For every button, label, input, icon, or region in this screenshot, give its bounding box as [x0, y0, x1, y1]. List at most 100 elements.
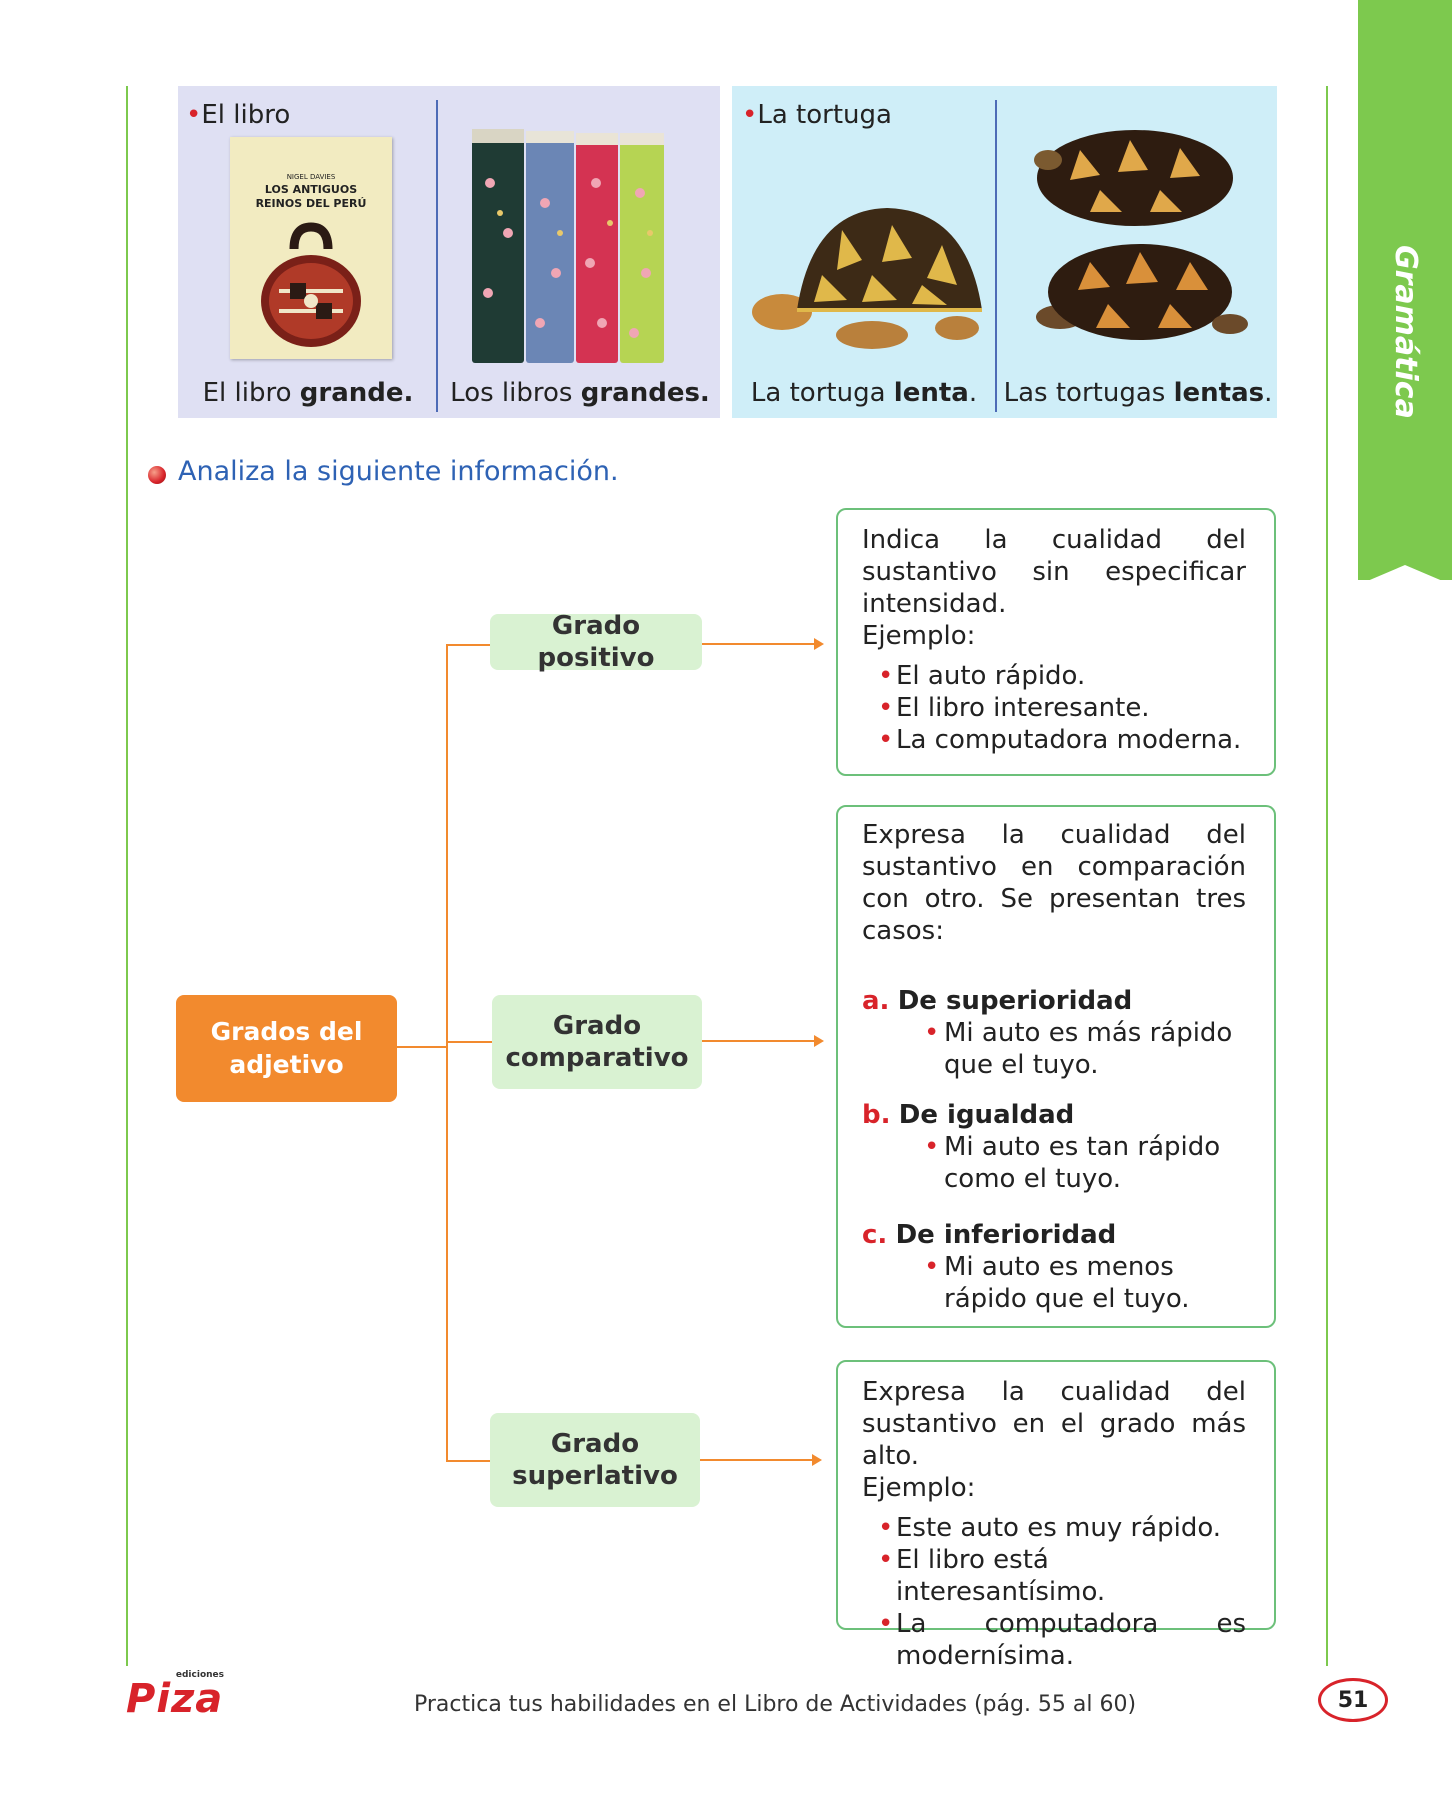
- book-author: NIGEL DAVIES: [286, 173, 336, 181]
- single-book-image: NIGEL DAVIES LOS ANTIGUOS REINOS DEL PER…: [230, 137, 392, 359]
- books-bullet-label: •El libro: [186, 100, 290, 130]
- example-list: •Este auto es muy rápido. •El libro está…: [862, 1512, 1246, 1672]
- example-label: Ejemplo:: [862, 1473, 976, 1503]
- caption-bold: lenta: [893, 378, 969, 408]
- case-inferioridad: c. De inferioridad •Mi auto es menos ráp…: [862, 1220, 1190, 1314]
- definition-line: Indica la cualidad del: [862, 525, 1246, 555]
- list-item: •El auto rápido.: [878, 661, 1086, 691]
- grado-positivo-box: Grado positivo: [490, 611, 702, 673]
- right-margin-line: [1326, 86, 1328, 1666]
- caption-bold: lentas: [1173, 378, 1265, 408]
- definition-line: sustantivo en el grado más alto.: [862, 1409, 1246, 1471]
- single-turtle-image: [752, 208, 982, 349]
- list-item: •El libro está interesantísimo.: [878, 1545, 1106, 1607]
- turtles-panel-divider: [995, 100, 997, 412]
- definition-line: sustantivo sin especificar: [862, 557, 1246, 587]
- turtles-caption-singular: La tortuga lenta.: [736, 378, 992, 408]
- caption-text: La tortuga: [750, 378, 894, 408]
- list-item: •El libro interesante.: [878, 693, 1150, 723]
- list-item: •La computadora es: [878, 1609, 1246, 1639]
- grado-superlativo-line2: superlativo: [512, 1461, 678, 1491]
- case-example: Mi auto es más rápido: [944, 1018, 1233, 1048]
- superlativo-definition-box: Expresa la cualidad del sustantivo en el…: [836, 1360, 1276, 1671]
- definition-line: sustantivo en comparación: [862, 852, 1246, 882]
- case-example: que el tuyo.: [944, 1050, 1099, 1080]
- books-caption-singular: El libro grande.: [180, 378, 436, 408]
- case-superioridad: a. De superioridad •Mi auto es más rápid…: [862, 986, 1233, 1080]
- connector-root: [397, 1046, 447, 1048]
- section-tab-notch: [1358, 565, 1452, 585]
- connector-positivo: [446, 644, 490, 646]
- turtle-top-image: [1034, 130, 1233, 226]
- grado-comparativo-box: Grado comparativo: [492, 995, 702, 1089]
- connector-superlativo: [446, 1460, 490, 1462]
- comparativo-definition-box: Expresa la cualidad del sustantivo en co…: [836, 805, 1276, 1328]
- positivo-definition-box: Indica la cualidad del sustantivo sin es…: [836, 508, 1276, 776]
- book-title-line1: LOS ANTIGUOS: [264, 183, 358, 196]
- definition-line: con otro. Se presentan tres: [862, 884, 1246, 914]
- caption-end: .: [968, 378, 978, 408]
- turtle-bottom-image: [1036, 244, 1248, 340]
- arrow-right-icon: [700, 1454, 822, 1466]
- case-letter: b.: [862, 1100, 891, 1130]
- case-example: como el tuyo.: [944, 1164, 1121, 1194]
- books-panel-divider: [436, 100, 438, 412]
- section-tab-label: Gramática: [1388, 245, 1423, 419]
- caption-text: Las tortugas: [1003, 378, 1174, 408]
- list-item: •La computadora moderna.: [878, 725, 1242, 755]
- case-igualdad: b. De igualdad •Mi auto es tan rápido co…: [862, 1100, 1221, 1194]
- grado-superlativo-box: Grado superlativo: [490, 1413, 700, 1507]
- definition-line: intensidad.: [862, 589, 1007, 619]
- grado-comparativo-line1: Grado: [552, 1010, 642, 1041]
- caption-bold: grandes.: [580, 378, 710, 408]
- page-number: 51: [1318, 1678, 1388, 1722]
- example-label: Ejemplo:: [862, 621, 976, 651]
- arrow-right-icon: [702, 638, 824, 650]
- book-title-line2: REINOS DEL PERÚ: [255, 197, 367, 210]
- case-name: De superioridad: [897, 986, 1133, 1016]
- caption-text: Los libros: [450, 378, 581, 408]
- grado-positivo-label: Grado positivo: [537, 610, 655, 674]
- turtles-bullet-label: •La tortuga: [742, 100, 892, 130]
- case-name: De igualdad: [898, 1100, 1075, 1130]
- connector-comparativo: [446, 1041, 492, 1043]
- root-line2: adjetivo: [229, 1049, 344, 1079]
- list-item: •Este auto es muy rápido.: [878, 1513, 1222, 1543]
- case-name: De inferioridad: [895, 1220, 1117, 1250]
- case-example: Mi auto es tan rápido: [944, 1132, 1221, 1162]
- definition-line: Expresa la cualidad del: [862, 820, 1246, 850]
- books-caption-plural: Los libros grandes.: [440, 378, 720, 408]
- case-letter: c.: [862, 1220, 888, 1250]
- caption-bold: grande.: [299, 378, 414, 408]
- example-list: •El auto rápido. •El libro interesante. …: [862, 660, 1246, 756]
- left-margin-line: [126, 86, 128, 1666]
- footer-note: Practica tus habilidades en el Libro de …: [414, 1692, 1137, 1717]
- case-example: rápido que el tuyo.: [944, 1284, 1190, 1314]
- publisher-logo: ediciones Piza: [126, 1670, 236, 1722]
- caption-text: El libro: [202, 378, 300, 408]
- logo-small-text: ediciones: [175, 1670, 224, 1680]
- case-letter: a.: [862, 986, 890, 1016]
- caption-end: .: [1264, 378, 1273, 408]
- case-example: Mi auto es menos: [944, 1252, 1174, 1282]
- grado-comparativo-line2: comparativo: [505, 1043, 689, 1073]
- list-item: modernísima.: [896, 1641, 1074, 1671]
- grado-superlativo-line1: Grado: [550, 1428, 640, 1459]
- instruction-bullet-icon: [148, 466, 166, 484]
- logo-main-text: Piza: [126, 1676, 224, 1722]
- bullet-dot: •: [742, 100, 758, 130]
- bullet-dot: •: [186, 100, 202, 130]
- connector-trunk: [446, 644, 448, 1462]
- turtles-label-text: La tortuga: [757, 100, 892, 130]
- pottery-vessel-icon: [261, 222, 361, 347]
- section-tab: [1358, 0, 1452, 580]
- root-line1: Grados del: [210, 1017, 363, 1046]
- definition-line: casos:: [862, 916, 944, 946]
- turtles-caption-plural: Las tortugas lentas.: [998, 378, 1278, 408]
- instruction-text: Analiza la siguiente información.: [178, 456, 619, 487]
- arrow-right-icon: [702, 1035, 824, 1047]
- books-stack-image: [472, 129, 664, 363]
- root-concept-box: Grados del adjetivo: [176, 995, 397, 1102]
- definition-line: Expresa la cualidad del: [862, 1377, 1246, 1407]
- books-label-text: El libro: [201, 100, 291, 130]
